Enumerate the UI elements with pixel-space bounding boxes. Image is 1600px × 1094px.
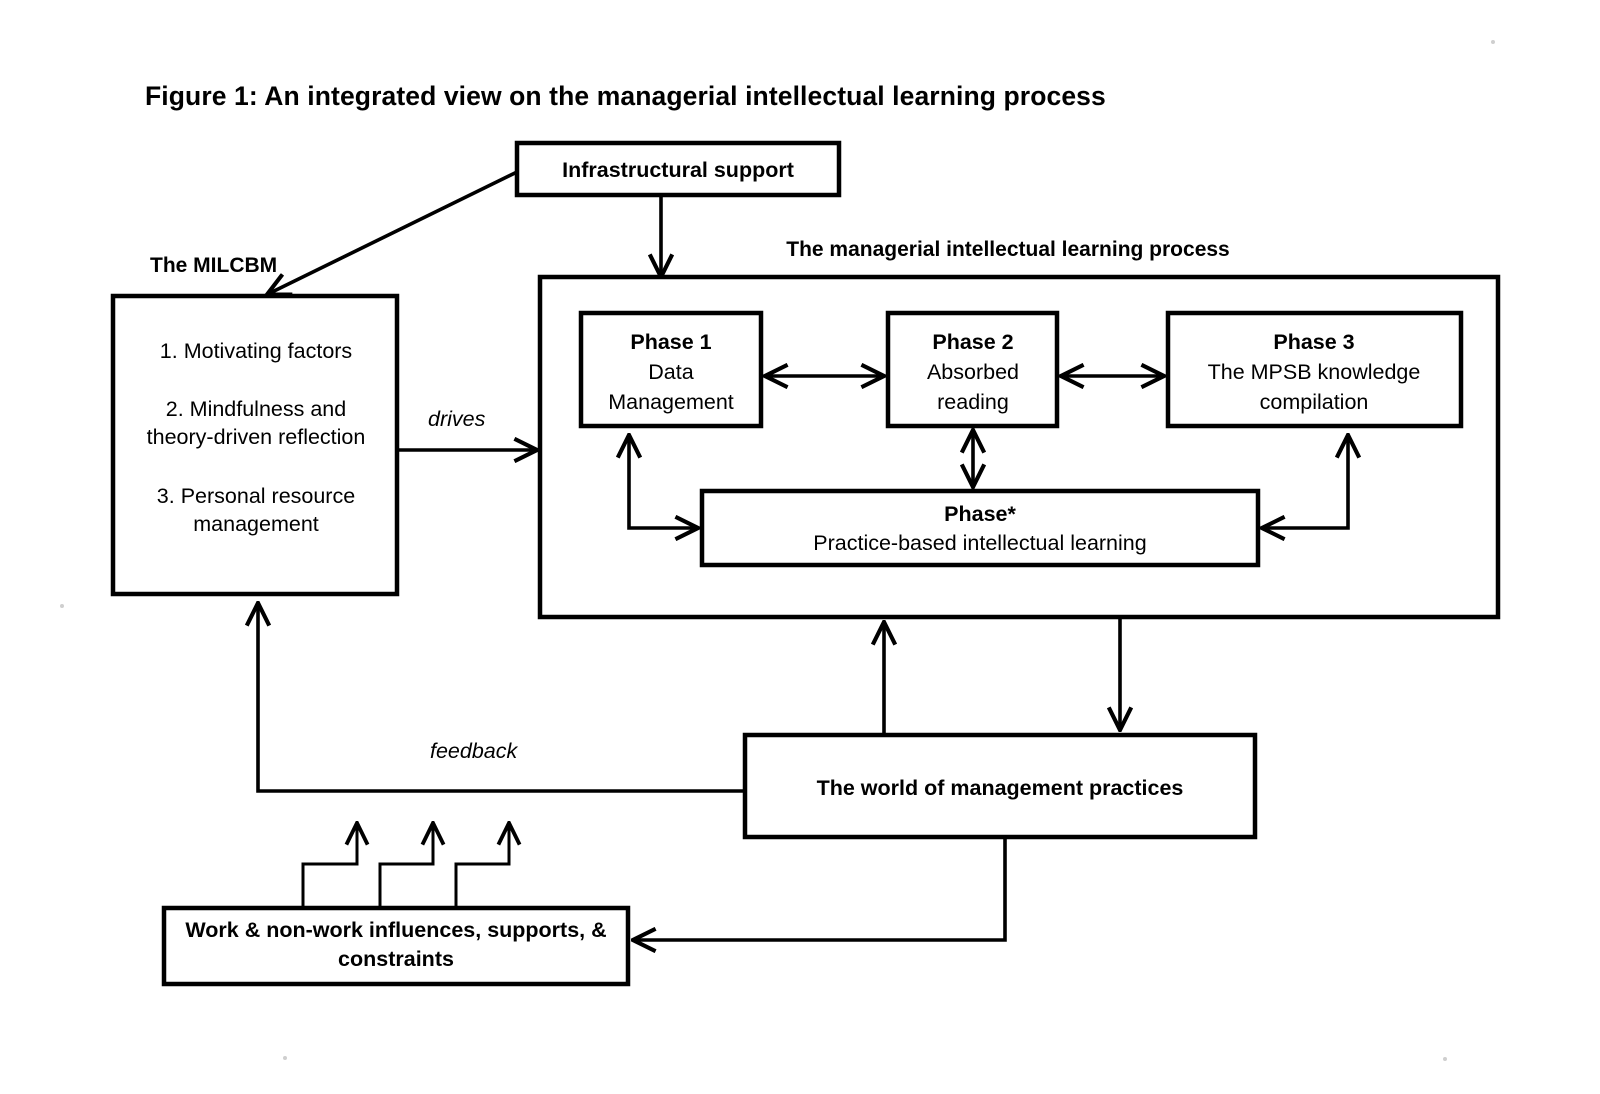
arrow-influence-2 bbox=[378, 824, 433, 908]
scan-speckle bbox=[60, 604, 64, 608]
world-practices-label: The world of management practices bbox=[817, 776, 1184, 800]
milcbm-item-2-line-1: 2. Mindfulness and bbox=[166, 397, 346, 421]
phase-star-title: Phase* bbox=[944, 502, 1016, 526]
milcbm-caption: The MILCBM bbox=[150, 254, 277, 277]
milcbm-item-3-line-1: 3. Personal resource bbox=[157, 484, 355, 508]
milcbm-item-3-line-2: management bbox=[193, 512, 319, 536]
arrow-feedback-to-milcbm bbox=[258, 604, 745, 793]
arrow-phase1-phasestar bbox=[629, 436, 697, 528]
process-caption: The managerial intellectual learning pro… bbox=[786, 238, 1229, 261]
drives-label: drives bbox=[428, 407, 486, 431]
process-container bbox=[537, 274, 1501, 620]
arrow-infrastructure-to-milcbm bbox=[268, 170, 518, 294]
phase1-title: Phase 1 bbox=[630, 330, 711, 354]
feedback-label: feedback bbox=[430, 739, 519, 763]
phase2-line-1: Absorbed bbox=[927, 360, 1019, 384]
phase3-line-2: compilation bbox=[1260, 390, 1369, 414]
figure-title: Figure 1: An integrated view on the mana… bbox=[145, 81, 1106, 111]
arrow-phase3-phasestar bbox=[1263, 436, 1348, 528]
arrow-world-to-work-influences bbox=[634, 837, 1007, 940]
phase1-line-1: Data bbox=[648, 360, 693, 384]
phase-star-line-1: Practice-based intellectual learning bbox=[813, 531, 1146, 555]
node-phase-star-box bbox=[699, 488, 1261, 568]
phase2-title: Phase 2 bbox=[932, 330, 1013, 354]
milcbm-item-2-line-2: theory-driven reflection bbox=[147, 425, 366, 449]
phase3-line-1: The MPSB knowledge bbox=[1208, 360, 1421, 384]
node-phase2-box bbox=[885, 310, 1060, 429]
work-influences-line-1: Work & non-work influences, supports, & bbox=[185, 918, 606, 942]
node-phase3-box bbox=[1165, 310, 1464, 429]
phase2-line-2: reading bbox=[937, 390, 1009, 414]
node-world-practices-box bbox=[742, 732, 1258, 840]
arrow-influence-3 bbox=[454, 824, 509, 908]
node-milcbm-box bbox=[110, 293, 400, 597]
work-influences-line-2: constraints bbox=[338, 947, 454, 971]
scan-speckle bbox=[283, 1056, 287, 1060]
phase1-line-2: Management bbox=[608, 390, 734, 414]
scan-speckle bbox=[1491, 40, 1495, 44]
phase3-title: Phase 3 bbox=[1273, 330, 1354, 354]
node-phase1-box bbox=[578, 310, 764, 429]
milcbm-item-1: 1. Motivating factors bbox=[160, 339, 352, 363]
scan-speckle bbox=[1443, 1057, 1447, 1061]
arrow-influence-1 bbox=[301, 824, 357, 908]
node-infrastructural-support-label: Infrastructural support bbox=[562, 158, 794, 182]
node-work-influences-box bbox=[161, 905, 631, 987]
node-infrastructural-support-box bbox=[514, 140, 842, 198]
